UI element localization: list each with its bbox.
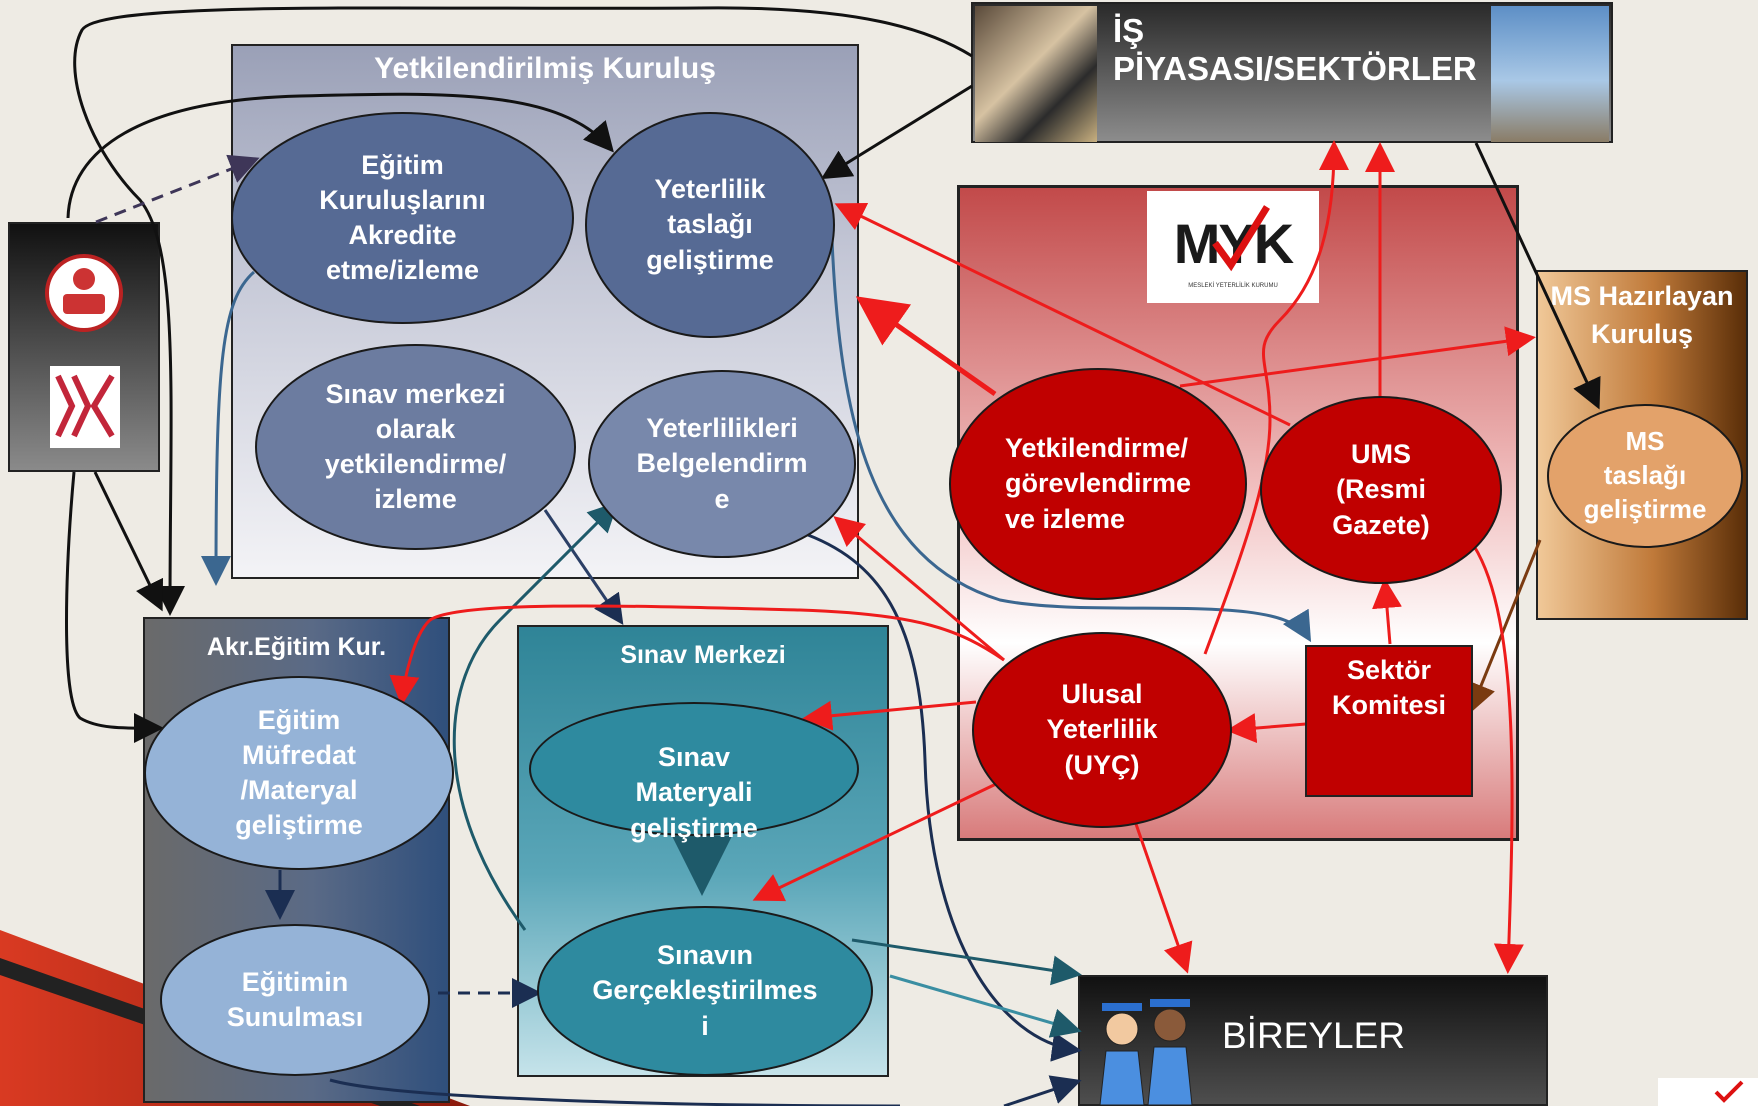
- sinav-merkezi-title: Sınav Merkezi: [620, 641, 786, 669]
- arrow-sektor-to-ms: [1474, 142, 1601, 410]
- arrow-gercek-to-bireyler-2: [889, 974, 1082, 1038]
- arrow-ums-to-bireyler: [1472, 545, 1524, 974]
- arrow-uyc-to-mufredat: [389, 604, 1005, 706]
- belgelendirme-label: Yeterlilikleri Belgelendirm e: [636, 413, 808, 514]
- uyc-label: Ulusal Yeterlilik (UYÇ): [1046, 679, 1158, 780]
- sinav-merkezi-yetki-label: Sınav merkezi olarak yetkilendirme/ izle…: [324, 378, 507, 515]
- yetkilendirilmis-kurulus-title: Yetkilendirilmiş Kuruluş: [374, 52, 716, 85]
- is-piyasasi-title: İŞ PİYASASI/SEKTÖRLER: [1113, 12, 1477, 87]
- graduates-icon: [1099, 999, 1193, 1105]
- business-people-image: [975, 6, 1097, 142]
- akredite-node[interactable]: Eğitim Kuruluşlarını Akredite etme/izlem…: [231, 112, 574, 324]
- arrow-uyc-to-bireyler: [1134, 823, 1193, 974]
- arrow-sektorkom-to-ums: [1372, 578, 1402, 645]
- sunulmasi-label: Eğitimin Sunulması: [226, 966, 364, 1032]
- akr-egitim-title: Akr.Eğitim Kur.: [206, 633, 387, 661]
- arrow-sinavyetki-to-sinav: [543, 509, 624, 625]
- arrow-logo-to-taslak: [66, 92, 614, 219]
- sektor-komitesi-label: Sektör Komitesi: [1331, 655, 1447, 721]
- arrow-sunulma-to-bireyler: [329, 1078, 901, 1106]
- construction-worker-image: [1491, 6, 1609, 142]
- arrow-ums-to-taslak: [834, 203, 1291, 427]
- arrow-ms-to-sektor: [1467, 539, 1542, 714]
- myk-check-icon: [1212, 205, 1270, 272]
- arrow-taslak-to-sektor: [830, 239, 1312, 643]
- myk-logo-subtext: MESLEKİ YETERLİLİK KURUMU: [1188, 283, 1278, 289]
- ms-taslak-label: MS taslağı geliştirme: [1583, 426, 1707, 524]
- sinav-gerceklestirme-node[interactable]: Sınavın Gerçekleştirilmes i: [537, 906, 873, 1076]
- arrow-yetki-to-belge-area: [855, 296, 997, 397]
- sinav-materyal-label: Sınav Materyali geliştirme: [630, 742, 758, 843]
- meb-logo-icon: [45, 254, 123, 332]
- akredite-label: Eğitim Kuruluşlarını Akredite etme/izlem…: [319, 149, 486, 286]
- is-piyasasi-box: İŞ PİYASASI/SEKTÖRLER: [971, 2, 1613, 143]
- arrow-yetki-to-ms: [1179, 326, 1536, 388]
- arrow-uyc-to-belge: [833, 516, 1005, 662]
- uyc-node[interactable]: Ulusal Yeterlilik (UYÇ): [972, 632, 1232, 828]
- belgelendirme-node[interactable]: Yeterlilikleri Belgelendirm e: [588, 370, 856, 558]
- sinav-materyal-node[interactable]: Sınav Materyali geliştirme: [529, 702, 859, 843]
- sektor-komitesi-node[interactable]: Sektör Komitesi: [1305, 645, 1473, 797]
- sinav-merkezi-yetki-node[interactable]: Sınav merkezi olarak yetkilendirme/ izle…: [255, 344, 576, 550]
- arrow-gercek-to-belge: [452, 501, 619, 931]
- institution-logos-box: [8, 222, 160, 472]
- yetkilendirme-label: Yetkilendirme/ görevlendirme ve izleme: [1004, 433, 1192, 534]
- ums-label: UMS (Resmi Gazete): [1332, 439, 1430, 540]
- bireyler-box: BİREYLER: [1078, 975, 1548, 1106]
- yeterlilik-taslak-label: Yeterlilik taslağı geliştirme: [646, 174, 774, 275]
- arrow-sektorkom-to-uyc: [1226, 713, 1307, 744]
- arrow-gercek-to-bireyler-1: [851, 938, 1082, 986]
- myk-corner-check-icon: [1714, 1080, 1744, 1103]
- mufredat-label: Eğitim Müfredat /Materyal geliştirme: [235, 704, 363, 841]
- arrow-logo-to-akr2: [65, 471, 164, 744]
- ums-node[interactable]: UMS (Resmi Gazete): [1260, 396, 1502, 584]
- arrow-uyc-to-materyal: [802, 700, 977, 731]
- sinav-gerceklestirme-label: Sınavın Gerçekleştirilmes i: [592, 940, 818, 1041]
- arrow-uyc-to-gercek: [752, 782, 997, 902]
- myk-logo: MYK MESLEKİ YETERLİLİK KURUMU: [1147, 191, 1319, 303]
- yok-logo-icon: [50, 366, 120, 448]
- arrow-bottom-to-bireyler: [1003, 1075, 1082, 1106]
- arrow-akredite-to-akr: [201, 270, 255, 586]
- bireyler-title: BİREYLER: [1222, 1015, 1406, 1056]
- yeterlilik-taslak-node[interactable]: Yeterlilik taslağı geliştirme: [585, 112, 835, 338]
- mufredat-node[interactable]: Eğitim Müfredat /Materyal geliştirme: [144, 676, 454, 870]
- arrow-logo-to-akredite-dashed: [95, 154, 260, 224]
- arrow-uyc-to-sektorler: [1203, 140, 1349, 655]
- myk-corner-logo: [1658, 1078, 1758, 1106]
- arrow-sektor-to-taslak: [820, 84, 973, 180]
- ms-taslak-node[interactable]: MS taslağı geliştirme: [1547, 404, 1743, 548]
- arrow-logo-to-akr1: [93, 471, 164, 612]
- ms-hazirlayan-title: MS Hazırlayan Kuruluş: [1550, 281, 1734, 349]
- arrow-top-loop: [73, 6, 973, 616]
- sunulmasi-node[interactable]: Eğitimin Sunulması: [160, 924, 430, 1076]
- yetkilendirme-node[interactable]: Yetkilendirme/ görevlendirme ve izleme: [949, 368, 1247, 600]
- arrow-belge-to-bireyler: [799, 530, 1082, 1062]
